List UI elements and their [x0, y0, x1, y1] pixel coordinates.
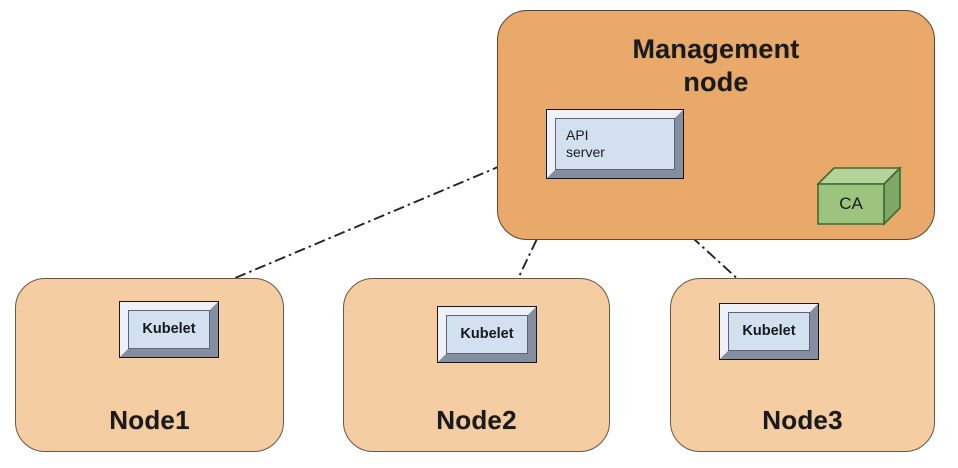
kubelet-box-2[interactable]: Kubelet [437, 306, 537, 363]
kubelet-label-3: Kubelet [742, 323, 796, 339]
node-title-3: Node3 [762, 405, 843, 435]
node-group-2: Kubelet Node2 [343, 278, 610, 452]
node-title-2: Node2 [436, 405, 517, 435]
api-server-box[interactable]: API server [546, 109, 684, 179]
node-group-3: Kubelet Node3 [670, 278, 935, 452]
ca-cuboid-shape [816, 166, 902, 226]
kubelet-label-1: Kubelet [142, 321, 196, 337]
kubelet-inner-3: Kubelet [728, 312, 810, 351]
kubelet-box-3[interactable]: Kubelet [719, 303, 819, 360]
ca-label: CA [839, 194, 863, 213]
kubelet-inner-1: Kubelet [128, 310, 210, 349]
api-server-label-line2: server [566, 144, 605, 160]
kubelet-inner-2: Kubelet [446, 315, 528, 354]
node-title-1: Node1 [109, 405, 190, 435]
management-node-group: Management node API server CA [497, 10, 935, 240]
api-server-inner: API server [555, 118, 675, 170]
management-node-title-line2: node [683, 67, 749, 97]
management-node-title: Management node [498, 33, 934, 99]
api-server-label-line1: API [566, 127, 589, 143]
management-node-title-line1: Management [632, 34, 800, 64]
ca-box[interactable]: CA [816, 166, 902, 226]
kubelet-label-2: Kubelet [460, 326, 514, 342]
kubelet-box-1[interactable]: Kubelet [119, 301, 219, 358]
node-group-1: Kubelet Node1 [15, 278, 284, 452]
